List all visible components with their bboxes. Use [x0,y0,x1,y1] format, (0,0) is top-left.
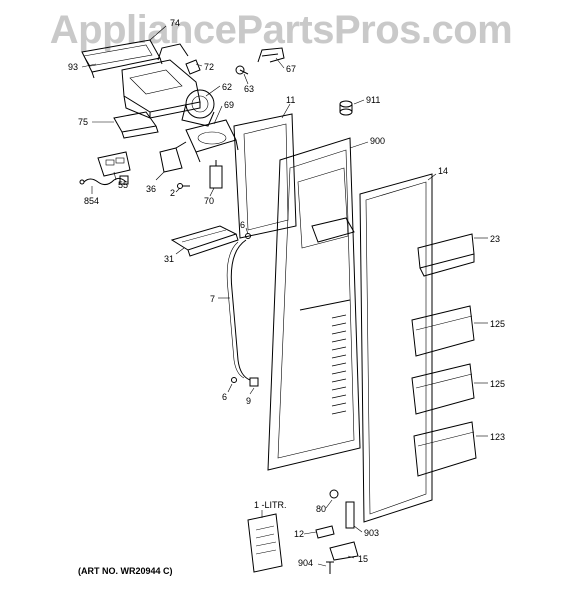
motor-part-62 [181,89,215,127]
callout-31: 31 [164,254,174,264]
callout-9: 9 [246,396,251,406]
callout-23: 23 [490,234,500,244]
art-number: (ART NO. WR20944 C) [78,566,173,576]
callout-75: 75 [78,117,88,127]
callout-11: 11 [286,95,295,105]
wire-harness-part-854 [79,175,129,186]
callout-36: 36 [146,184,156,194]
callout-7: 7 [210,294,215,304]
callout-6-bottom: 6 [222,392,227,402]
fitting-part-9 [249,377,259,387]
door-bin-part-125a [411,305,475,357]
callout-900: 900 [370,136,385,146]
callout-12: 12 [294,529,304,539]
callout-93: 93 [68,62,78,72]
screw-part-904 [326,561,334,574]
tube-part-7 [226,239,251,381]
gasket-part-14 [359,173,433,523]
manual-part-1-litr [247,513,283,573]
callout-70: 70 [204,196,214,206]
tray-part-75 [113,111,159,139]
callout-125-lower: 125 [490,379,505,389]
bushing-part-80 [329,489,339,499]
callout-14: 14 [438,166,448,176]
duct-part-69 [185,119,239,163]
callout-72: 72 [204,62,214,72]
callout-125-upper: 125 [490,319,505,329]
callout-69: 69 [224,100,234,110]
callout-63: 63 [244,84,254,94]
callout-80: 80 [316,504,326,514]
callout-911: 911 [366,95,380,105]
hinge-part-15 [329,541,359,561]
bracket-part-67 [257,47,285,63]
dispenser-housing [121,43,201,119]
callout-62: 62 [222,82,232,92]
callout-74: 74 [170,18,180,28]
callout-67: 67 [286,64,296,74]
cap-part-911 [339,100,353,116]
shelf-part-31 [170,225,239,257]
door-part-900 [267,137,361,471]
callout-903: 903 [364,528,379,538]
callout-854: 854 [84,196,99,206]
callout-123: 123 [490,432,505,442]
clip-part-6b [231,377,237,383]
callout-6-top: 6 [240,220,245,230]
callout-904: 904 [298,558,313,568]
screw-part-63 [235,65,249,75]
leader-lines [81,25,488,567]
switch-part-55 [97,151,131,177]
post-part-903 [345,501,355,529]
bracket-part-12 [315,525,335,539]
door-vents [331,314,347,415]
callout-55: 55 [118,180,128,190]
small-part-72 [185,59,201,75]
actuator-part-36 [159,141,187,173]
sensor-part-70 [209,160,223,189]
door-bin-part-123 [413,421,477,477]
callout-15: 15 [358,554,368,564]
callout-1-litr: 1 -LITR. [254,500,287,510]
door-bin-part-23 [417,233,475,277]
screw-part-2 [177,183,190,189]
door-bin-part-125b [411,363,475,415]
callout-2: 2 [170,188,175,198]
callout-labels: 74 93 72 67 63 62 69 75 11 911 900 55 36… [68,18,505,568]
